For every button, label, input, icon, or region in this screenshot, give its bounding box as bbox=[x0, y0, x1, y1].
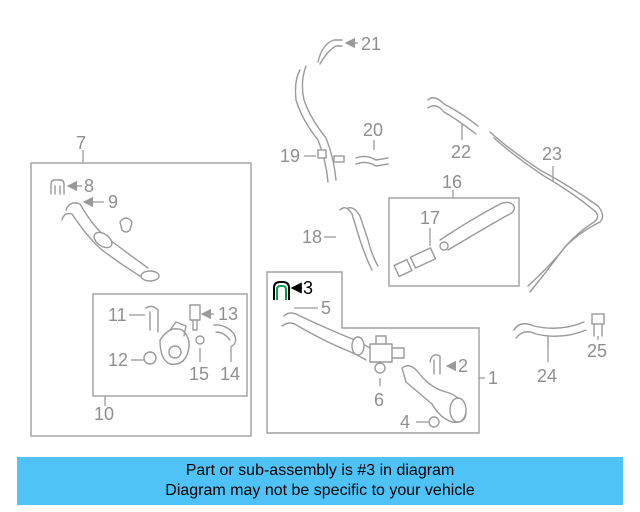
callout-13[interactable]: 13 bbox=[218, 304, 238, 324]
callout-5[interactable]: 5 bbox=[321, 298, 331, 318]
hose-14[interactable] bbox=[213, 324, 237, 347]
callout-23[interactable]: 23 bbox=[542, 144, 562, 164]
group-1-box bbox=[266, 271, 480, 434]
callout-24[interactable]: 24 bbox=[537, 366, 557, 386]
group-7-box bbox=[30, 162, 252, 437]
hose-clamp-small[interactable] bbox=[119, 217, 133, 233]
callout-11[interactable]: 11 bbox=[108, 305, 127, 325]
coolant-hose-5[interactable] bbox=[281, 312, 371, 361]
callout-20[interactable]: 20 bbox=[363, 120, 383, 140]
callout-15[interactable]: 15 bbox=[189, 364, 209, 384]
hose-18[interactable] bbox=[339, 206, 379, 271]
hose-11[interactable] bbox=[145, 305, 159, 333]
t-joint-6[interactable] bbox=[369, 335, 405, 374]
pipe-24[interactable] bbox=[513, 321, 587, 347]
hose-20[interactable] bbox=[355, 155, 389, 167]
callout-19[interactable]: 19 bbox=[280, 146, 300, 166]
pipe-23[interactable] bbox=[489, 131, 604, 293]
thermostat-housing[interactable] bbox=[143, 321, 190, 365]
group-16-box bbox=[388, 197, 520, 287]
coolant-hose-9[interactable] bbox=[61, 202, 160, 282]
callout-9[interactable]: 9 bbox=[108, 192, 118, 212]
callout-1[interactable]: 1 bbox=[488, 368, 498, 388]
callout-8[interactable]: 8 bbox=[84, 176, 94, 196]
callout-22[interactable]: 22 bbox=[451, 142, 471, 162]
callout-25[interactable]: 25 bbox=[587, 341, 607, 361]
callout-10[interactable]: 10 bbox=[94, 404, 114, 424]
hose-clamp-2[interactable] bbox=[429, 354, 441, 375]
info-banner: Part or sub-assembly is #3 in diagram Di… bbox=[17, 457, 623, 505]
o-ring-15[interactable] bbox=[195, 335, 205, 345]
banner-line-1: Part or sub-assembly is #3 in diagram bbox=[185, 462, 455, 479]
o-ring-4[interactable] bbox=[428, 416, 440, 428]
callout-12[interactable]: 12 bbox=[108, 350, 128, 370]
callout-16[interactable]: 16 bbox=[442, 172, 462, 192]
callout-6[interactable]: 6 bbox=[374, 390, 384, 410]
callout-2[interactable]: 2 bbox=[458, 356, 468, 376]
valve-assembly-17[interactable] bbox=[393, 201, 516, 278]
callout-7[interactable]: 7 bbox=[76, 133, 86, 153]
callout-14[interactable]: 14 bbox=[220, 364, 240, 384]
parts-diagram: 7 8 9 10 11 12 13 15 14 1 bbox=[30, 34, 607, 437]
banner-line-2: Diagram may not be specific to your vehi… bbox=[165, 482, 475, 499]
sensor-13[interactable] bbox=[189, 304, 201, 331]
callout-4[interactable]: 4 bbox=[400, 412, 410, 432]
group-10-box bbox=[92, 293, 248, 397]
callout-17[interactable]: 17 bbox=[420, 208, 440, 228]
callout-18[interactable]: 18 bbox=[302, 227, 322, 247]
main-hose-1[interactable] bbox=[401, 365, 467, 423]
fitting-25[interactable] bbox=[591, 313, 605, 337]
hose-clamp-3-highlighted[interactable] bbox=[273, 281, 290, 300]
callout-3[interactable]: 3 bbox=[303, 278, 313, 298]
hose-22[interactable] bbox=[427, 97, 479, 135]
hose-clamp-8[interactable] bbox=[50, 179, 65, 195]
callout-21[interactable]: 21 bbox=[361, 34, 381, 54]
hose-21[interactable] bbox=[317, 39, 343, 65]
pipe-19[interactable] bbox=[294, 65, 345, 183]
